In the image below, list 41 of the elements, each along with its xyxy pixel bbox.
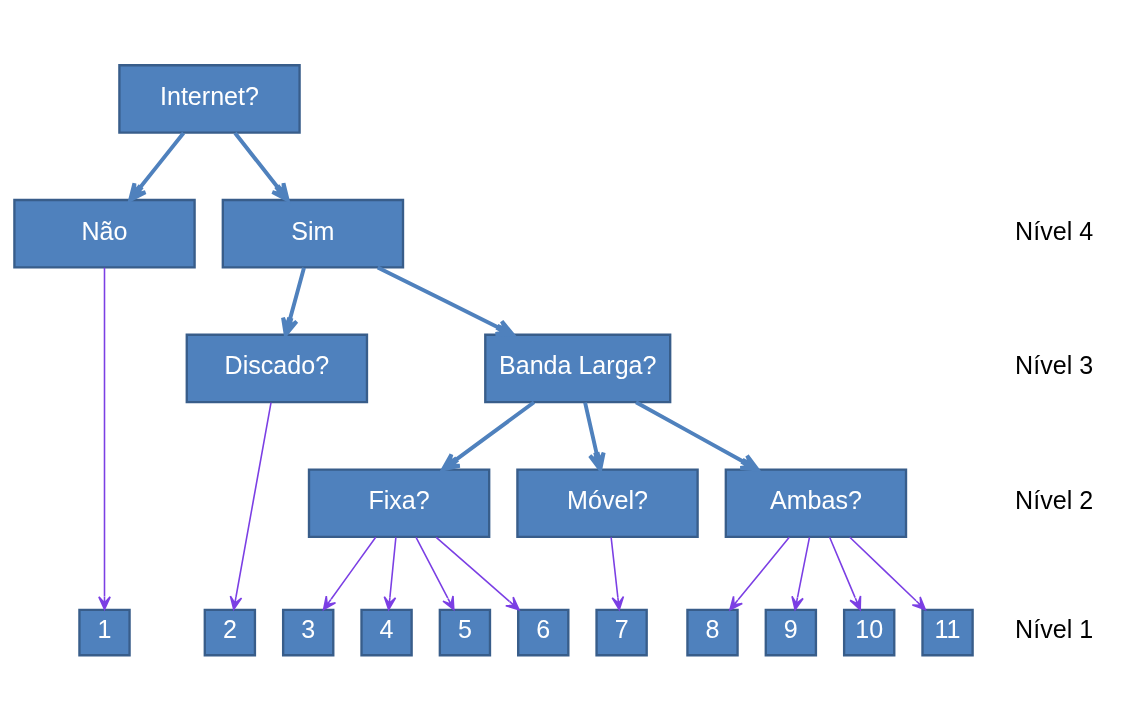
label: Nível 3 [1015, 350, 1094, 379]
arrow [435, 536, 520, 610]
node-box: 3 [281, 608, 335, 656]
node-box: 4 [360, 608, 413, 656]
node-box: Sim [221, 198, 405, 269]
node-box: Móvel? [516, 467, 699, 538]
node-box: 2 [203, 608, 257, 656]
node-box: 8 [686, 608, 739, 656]
arrow [791, 536, 811, 610]
arrow [98, 266, 111, 610]
node-box: 6 [517, 608, 570, 656]
node-box: Internet? [118, 63, 301, 134]
label: Nível 4 [1015, 216, 1094, 245]
arrow [383, 536, 397, 610]
arrow [415, 536, 455, 610]
label: Nível 2 [1015, 485, 1094, 514]
node-box: 1 [78, 608, 131, 656]
arrow [441, 400, 536, 471]
arrow [233, 131, 290, 202]
arrow [322, 536, 377, 610]
arrow [610, 536, 625, 610]
arrow [583, 401, 606, 471]
node-box: Fixa? [307, 467, 491, 538]
node-box: 11 [921, 608, 974, 656]
arrow [635, 400, 760, 471]
node-box: 5 [438, 608, 492, 656]
arrow [849, 536, 927, 610]
arrow [376, 265, 515, 337]
node-box: Não [13, 198, 196, 269]
node-box: 9 [764, 608, 818, 656]
node-box: 7 [595, 608, 648, 656]
arrow [828, 536, 862, 610]
label: Nível 1 [1015, 614, 1094, 643]
node-box: Discado? [185, 333, 369, 403]
arrow [128, 131, 186, 202]
node-box: Banda Larga? [484, 333, 672, 403]
node-box: Ambas? [724, 467, 908, 538]
arrow [229, 401, 272, 610]
arrow [281, 266, 306, 337]
node-box: 10 [842, 608, 896, 656]
arrow [729, 536, 791, 610]
